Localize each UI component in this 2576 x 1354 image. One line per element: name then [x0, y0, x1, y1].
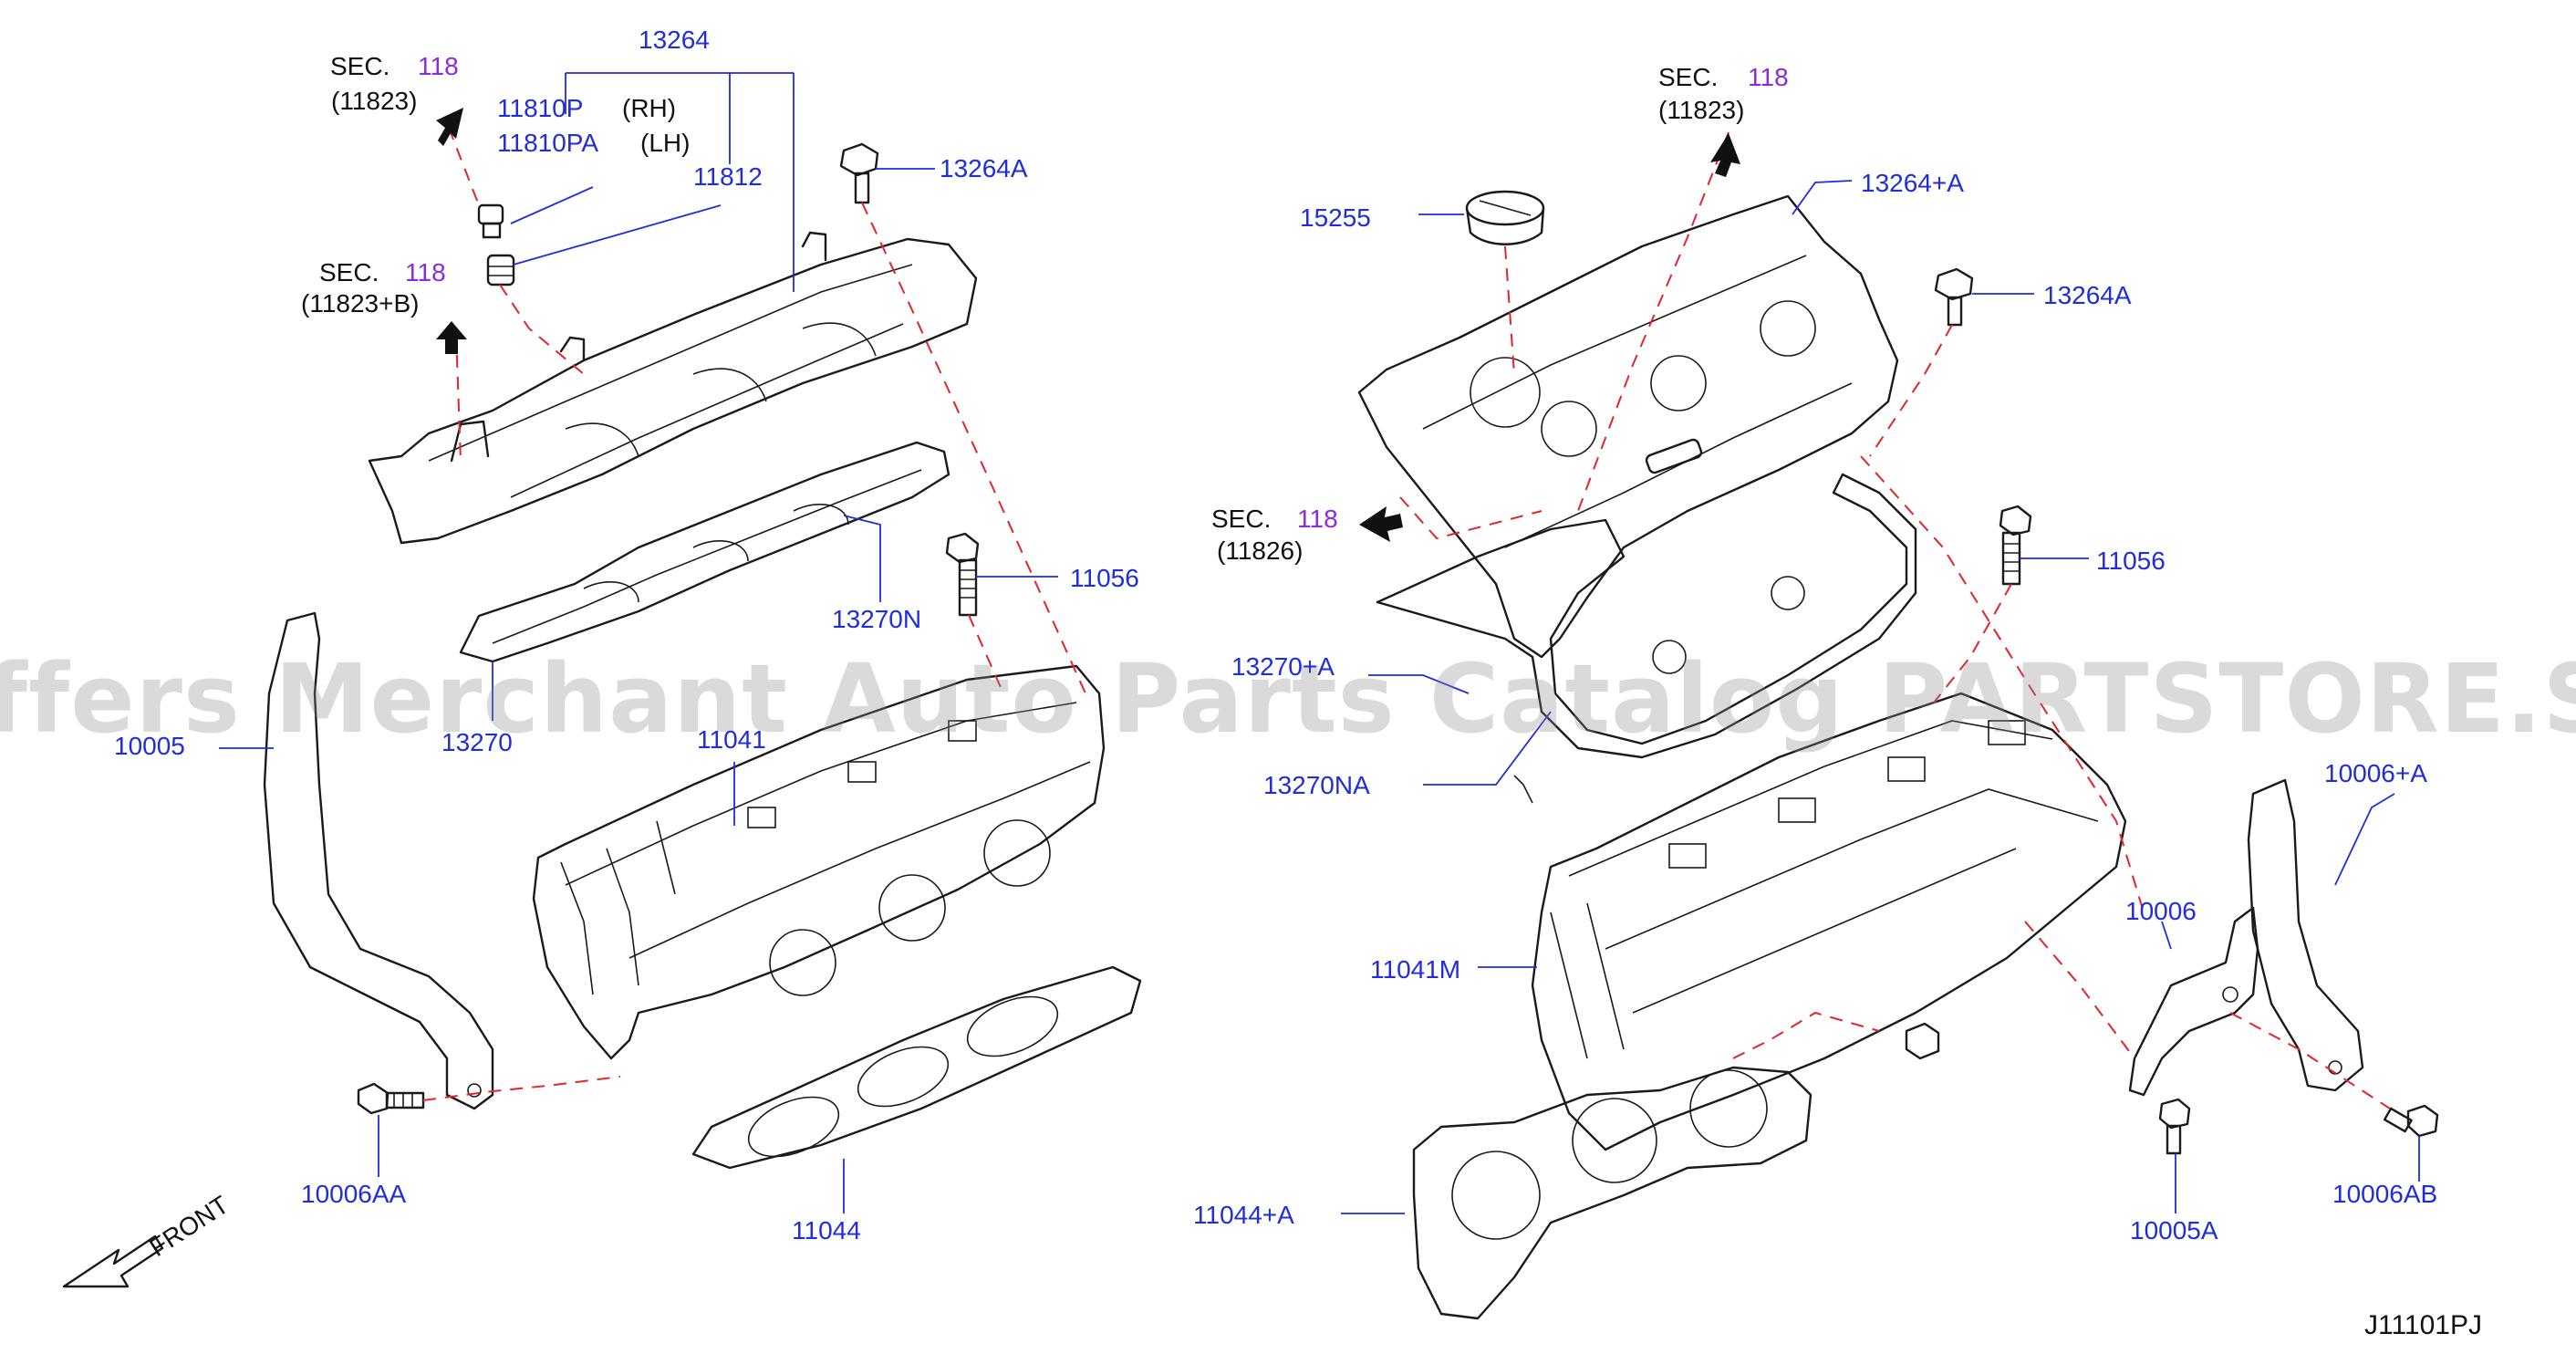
part-label-11810p[interactable]: 11810P — [497, 94, 583, 122]
sec-ref: (11823+B) — [301, 289, 419, 318]
part-label-11041[interactable]: 11041 — [697, 725, 766, 754]
engine-slinger-right — [2247, 778, 2364, 1092]
sec-ref: (11826) — [1217, 536, 1303, 565]
sec-arrow-left-right — [1359, 506, 1403, 542]
head-gasket-left — [691, 965, 1142, 1170]
head-gasket-right — [1412, 1066, 1813, 1320]
sec-number: 118 — [1297, 505, 1338, 533]
variant-lh: (LH) — [640, 129, 690, 157]
rocker-cover-right — [1357, 194, 1899, 659]
part-label-13264a-right[interactable]: 13264A — [2043, 281, 2132, 309]
rocker-gasket-left — [459, 441, 950, 663]
sec-number: 118 — [1748, 63, 1789, 91]
sec-arrow-upper-left — [436, 108, 463, 146]
part-label-11812[interactable]: 11812 — [693, 162, 763, 191]
stud-11056-left — [945, 532, 980, 617]
diagram-code: J11101PJ — [2364, 1310, 2482, 1340]
bolt-13264a-left — [839, 142, 879, 204]
oil-filler-cap — [1465, 190, 1545, 245]
cylinder-head-left — [532, 664, 1106, 1060]
part-label-10006[interactable]: 10006 — [2125, 897, 2197, 925]
part-label-10006plusa[interactable]: 10006+A — [2324, 759, 2427, 787]
sec-arrow-lower-left — [436, 321, 467, 354]
pcv-valve — [477, 203, 515, 286]
left-assembly — [62, 72, 1142, 1288]
rocker-cover-left — [368, 237, 978, 545]
part-label-10006ab[interactable]: 10006AB — [2332, 1180, 2437, 1208]
bolt-10005a — [2158, 1098, 2191, 1155]
part-label-13270plusa[interactable]: 13270+A — [1231, 652, 1335, 681]
part-label-13270na[interactable]: 13270NA — [1263, 771, 1370, 799]
part-label-10005[interactable]: 10005 — [114, 732, 185, 760]
part-label-13264a-left[interactable]: 13264A — [940, 154, 1028, 182]
part-label-13270[interactable]: 13270 — [441, 728, 513, 756]
stud-11056-right — [1999, 505, 2032, 586]
part-label-13270n[interactable]: 13270N — [832, 605, 921, 633]
part-label-10005a[interactable]: 10005A — [2130, 1216, 2218, 1245]
sec-label: SEC. — [1658, 63, 1718, 91]
rocker-gasket-right — [1376, 473, 1917, 759]
sec-label: SEC. — [330, 52, 390, 80]
sec-arrow-upper-right — [1710, 133, 1740, 177]
sec-ref: (11823) — [331, 87, 417, 115]
front-label: FRONT — [144, 1191, 234, 1263]
bolt-10006ab — [2383, 1104, 2439, 1138]
part-label-11044[interactable]: 11044 — [792, 1216, 861, 1245]
sec-label: SEC. — [1211, 505, 1271, 533]
bolt-13264a-right — [1934, 267, 1974, 327]
cylinder-head-right — [1531, 692, 2127, 1151]
sec-label: SEC. — [319, 258, 379, 286]
bracket-10006 — [2128, 906, 2259, 1097]
part-label-11044plusa[interactable]: 11044+A — [1193, 1201, 1294, 1229]
part-label-11810pa[interactable]: 11810PA — [497, 129, 598, 157]
front-arrow — [62, 1234, 164, 1288]
bolt-10006aa — [357, 1082, 425, 1115]
watermark: Offers Merchant Auto Parts Catalog PARTS… — [0, 643, 2576, 755]
variant-rh: (RH) — [622, 94, 676, 122]
engine-slinger-left — [263, 611, 494, 1110]
part-label-10006aa[interactable]: 10006AA — [301, 1180, 407, 1208]
sec-number: 118 — [418, 52, 459, 80]
part-label-11056-right[interactable]: 11056 — [2096, 547, 2166, 575]
plug-right — [1905, 1022, 1940, 1060]
part-label-13264[interactable]: 13264 — [639, 26, 710, 54]
part-label-15255[interactable]: 15255 — [1300, 203, 1371, 232]
part-label-13264plusa[interactable]: 13264+A — [1861, 169, 1964, 197]
part-label-11041m[interactable]: 11041M — [1370, 955, 1460, 984]
sec-ref: (11823) — [1658, 96, 1744, 124]
part-label-11056-left[interactable]: 11056 — [1070, 564, 1139, 592]
right-assembly — [1341, 131, 2439, 1320]
sec-number: 118 — [405, 258, 446, 286]
